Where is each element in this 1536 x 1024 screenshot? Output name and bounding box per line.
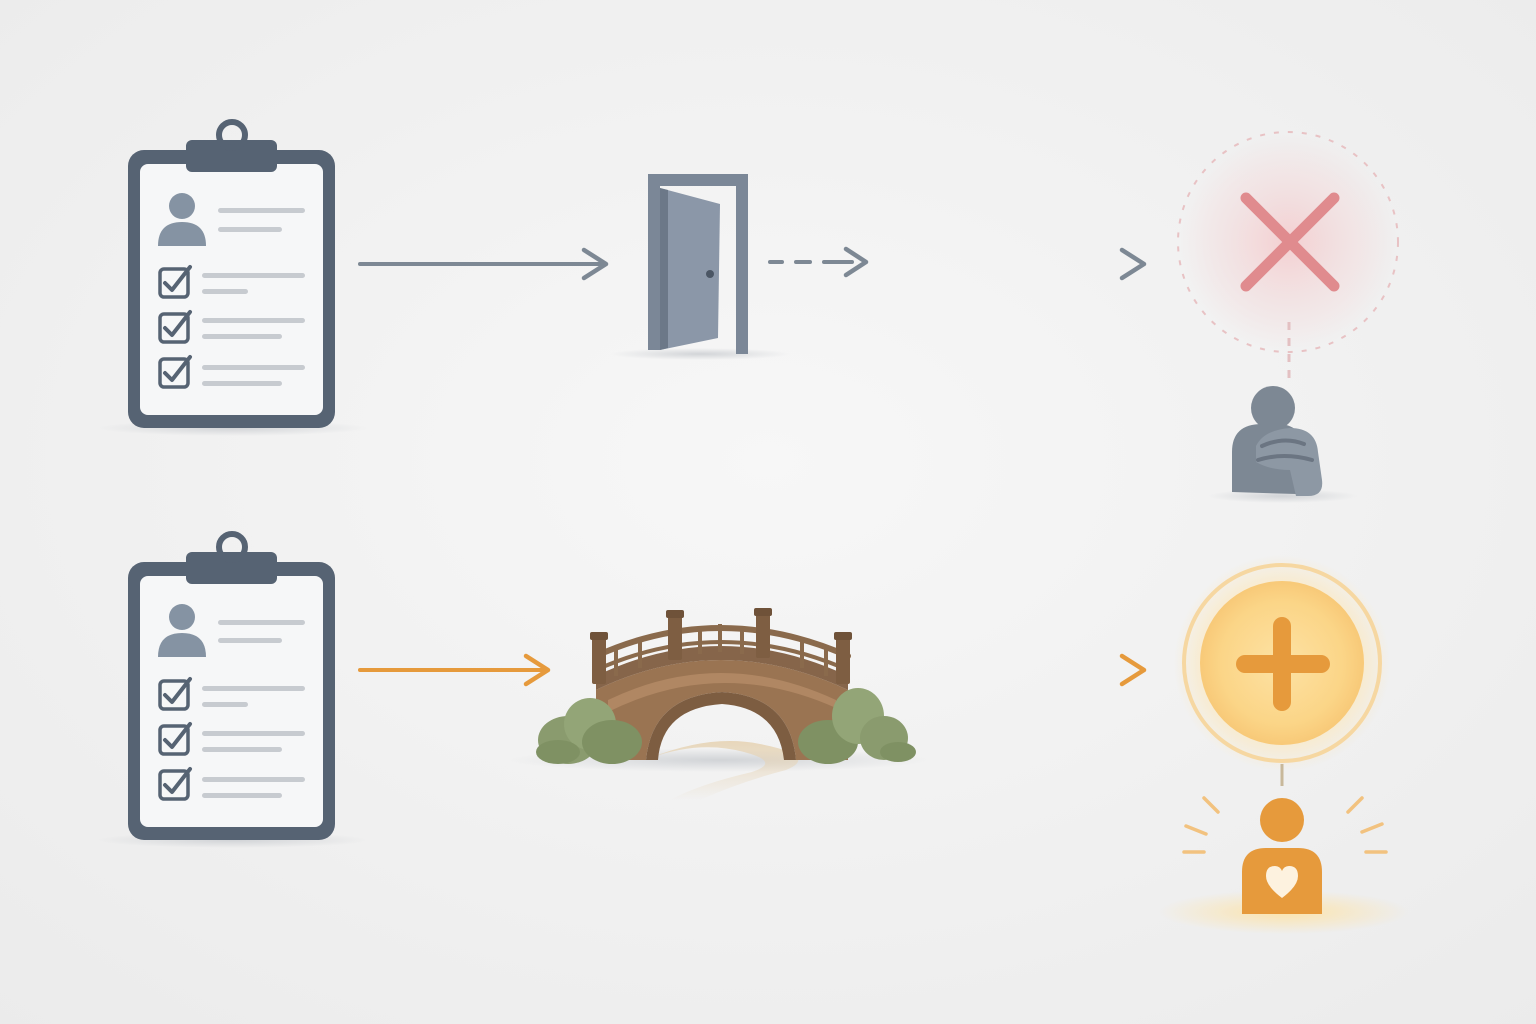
bush-icon (798, 688, 916, 764)
open-door-icon (610, 174, 790, 360)
clipboard-icon (97, 531, 367, 848)
plus-icon (1174, 555, 1390, 771)
x-mark-icon (1177, 131, 1399, 353)
checkbox-icon (158, 722, 192, 756)
avatar-icon (158, 604, 206, 657)
bridge-icon (510, 608, 930, 800)
checkbox-icon (158, 265, 192, 299)
sad-person-icon (1207, 386, 1357, 503)
clipboard-icon (97, 119, 367, 436)
happy-person-heart-icon (1159, 796, 1409, 934)
checkbox-icon (158, 677, 192, 711)
bush-icon (536, 698, 642, 764)
arrow-right-icon (894, 247, 1147, 281)
avatar-icon (158, 193, 206, 246)
dashed-arrow-icon (768, 246, 869, 278)
arrow-right-icon (358, 653, 551, 687)
checkbox-icon (158, 767, 192, 801)
checkbox-icon (158, 355, 192, 389)
checkbox-icon (158, 310, 192, 344)
arrow-right-icon (894, 653, 1147, 687)
arrow-right-icon (358, 247, 609, 281)
